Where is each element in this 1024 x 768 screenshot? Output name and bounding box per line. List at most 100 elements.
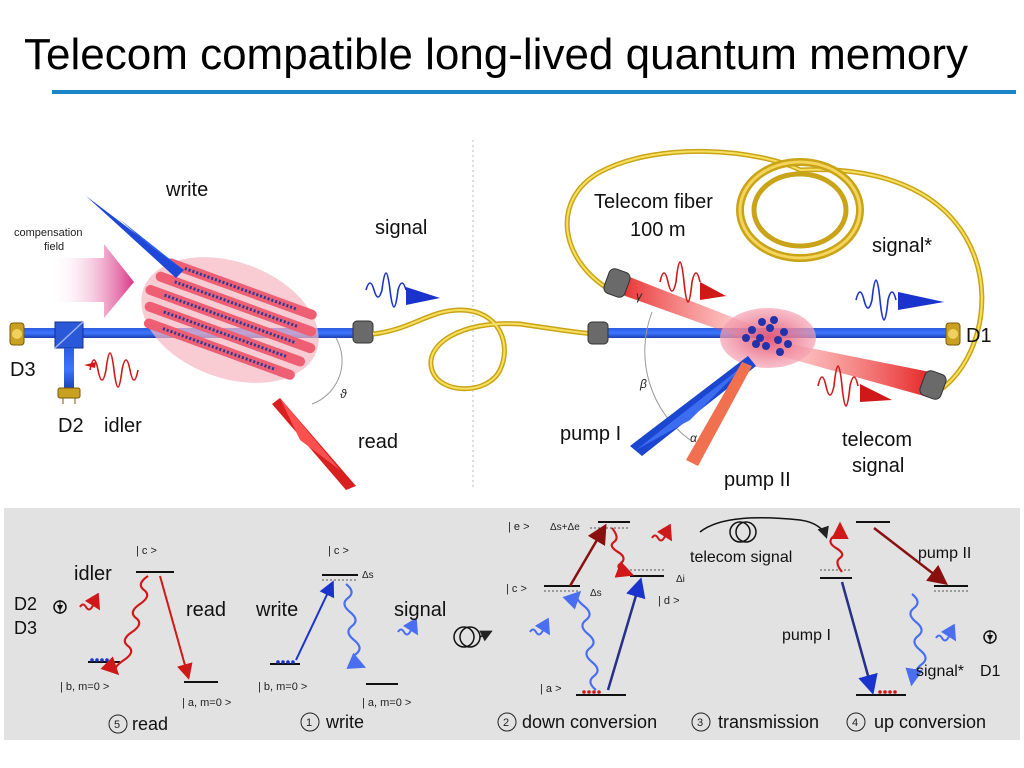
idler-transition [100,575,149,676]
panel-write-label: write [255,599,298,621]
level-b-label-1: | b, m=0 > [60,681,109,693]
delta-sum-label: Δs+Δe [550,522,580,533]
signal-star-transition [905,593,927,687]
level-c-label-3: | c > [506,583,527,595]
fiber-coil-icon [453,626,493,648]
panel-read-label: read [186,599,226,621]
level-d-label: | d > [658,595,680,607]
pump2-beam [686,362,752,466]
idler-label: idler [104,415,142,437]
beam-splitter [54,321,84,349]
theta-symbol: ϑ [340,387,347,401]
step-read: 5 read [108,714,168,734]
signal-star-label: signal* [872,235,932,257]
pump1-label: pump I [560,423,621,445]
photodetector-icon-right [983,630,997,644]
panel-signal-label: signal [394,599,446,621]
panel-telecom-signal-label: telecom signal [690,549,792,566]
alpha-symbol: α [690,431,698,445]
pump1-transition-up [840,581,878,695]
level-diagram-panel [4,508,1020,740]
telecom-beam-upper [614,274,760,340]
gamma-symbol: γ [636,289,643,303]
step-down-conversion: 2 down conversion [497,712,657,732]
fiber-coupler-left [352,320,374,344]
signal-wave-left [365,272,407,308]
telecom-label-1: telecom [842,429,912,451]
panel-d1-label: D1 [980,663,1001,680]
pump2-transition-down [568,523,607,587]
fiber-loop-small [372,307,597,392]
transmission-fiber-icon [699,517,829,543]
step-read-label: read [132,714,168,734]
write-label: write [165,179,208,201]
compensation-label-2: field [44,241,64,253]
signal-star-photon [935,623,957,642]
step-up-num: 4 [852,717,858,729]
step-transmission: 3 transmission [691,712,819,732]
telecom-wave-upper [659,261,701,303]
signal-star-wave [855,279,897,321]
delta-s-label-2: Δs [590,588,602,599]
panel-pump1-label: pump I [782,627,831,644]
level-e-label: | e > [508,521,530,533]
pump2-label: pump II [724,469,791,491]
step-transmission-num: 3 [697,717,703,729]
step-up-conversion: 4 up conversion [846,712,986,732]
coupler-upper [603,268,631,298]
slide-title: Telecom compatible long-lived quantum me… [24,30,968,79]
level-c-label-2: | c > [328,545,349,557]
delta-i-label: Δi [676,574,685,585]
d1-label: D1 [966,325,992,347]
coupler-lower [919,370,947,400]
step-transmission-label: transmission [718,712,819,732]
read-label: read [358,431,398,453]
signal-label: signal [375,217,427,239]
level-a-label-3: | a > [540,683,562,695]
title-underline [52,90,1016,94]
delta-s-label-1: Δs [362,570,374,581]
atomic-ensemble-left [141,257,319,383]
panel-pump2-label: pump II [918,545,971,562]
idler-arrowhead [84,362,96,368]
detector-d2 [57,387,81,404]
panel-signal-star-label: signal* [916,663,964,680]
pump2-transition-up [873,527,948,586]
telecom-transition-down [610,527,635,578]
signal-arrowhead-left [406,287,440,305]
compensation-field-arrow [50,244,134,318]
step-write: 1 write [300,712,364,732]
idler-photon [79,592,101,611]
write-beam [86,196,184,278]
step-down-num: 2 [503,717,509,729]
level-c-label-1: | c > [136,545,157,557]
step-write-label: write [325,712,364,732]
read-transition [159,575,193,680]
photodetector-icon-left [53,600,67,614]
fiber-coupler-right-in [587,321,609,345]
signal-transition [343,583,367,669]
panel-d2-label: D2 [14,594,37,614]
detector-d3 [9,322,25,346]
signal-photon-in [529,617,551,636]
telecom-transition-up [829,521,849,573]
down-signal-transition [562,590,599,691]
telecom-label-2: signal [852,455,904,477]
d3-label: D3 [10,359,36,381]
write-transition [295,580,335,661]
level-b-label-2: | b, m=0 > [258,681,307,693]
fiber-spool [564,148,985,393]
telecom-photon-out [651,523,673,542]
d2-label: D2 [58,415,84,437]
step-up-label: up conversion [874,712,986,732]
compensation-label-1: compensation [14,227,83,239]
theta-arc [311,337,343,405]
fiber-label-1: Telecom fiber [594,191,713,213]
panel-idler-label: idler [74,563,112,585]
pump1-transition-down [606,577,646,691]
step-write-num: 1 [306,717,312,729]
level-a-label-2: | a, m=0 > [362,697,411,709]
step-down-label: down conversion [522,712,657,732]
detector-d1 [945,322,961,346]
